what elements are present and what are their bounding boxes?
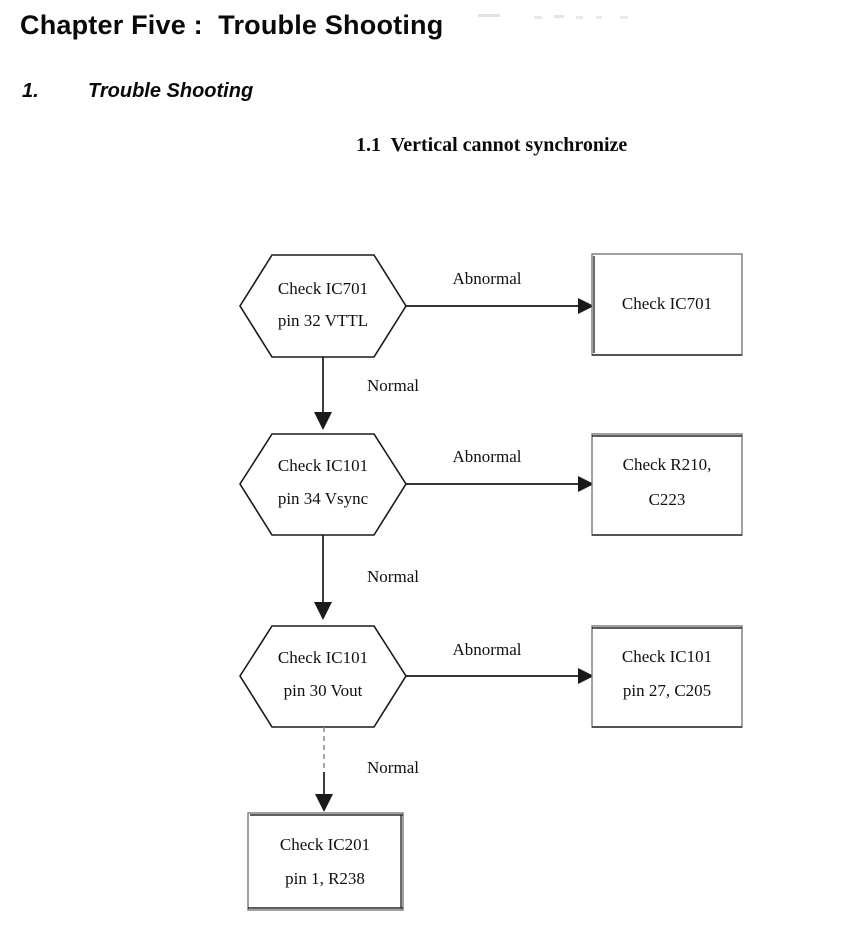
edge-abnormal-3: Abnormal <box>406 640 594 684</box>
arrow-head-icon <box>578 298 594 314</box>
arrow-head-icon <box>578 476 594 492</box>
result-box-line1: Check IC101 <box>622 647 712 666</box>
rectangle-shape <box>591 625 743 728</box>
arrow-head-icon <box>315 794 333 812</box>
edge-label-abnormal: Abnormal <box>453 447 522 466</box>
arrow-head-icon <box>314 602 332 620</box>
result-box-line1: Check R210, <box>623 455 712 474</box>
edge-label-normal: Normal <box>367 567 419 586</box>
edge-label-normal: Normal <box>367 376 419 395</box>
result-box-line2: C223 <box>649 490 686 509</box>
edge-normal-1: Normal <box>314 357 419 430</box>
decision-node-line1: Check IC101 <box>278 456 368 475</box>
subsection-heading: 1.1 Vertical cannot synchronize <box>356 134 628 156</box>
edge-normal-3: Normal <box>315 727 419 812</box>
decision-node-line2: pin 32 VTTL <box>278 311 368 330</box>
decision-node-check-ic701-vttl[interactable]: Check IC701 pin 32 VTTL <box>239 254 407 358</box>
decision-node-check-ic101-vsync[interactable]: Check IC101 pin 34 Vsync <box>239 433 407 536</box>
terminal-box-result-ic201-r238[interactable]: Check IC201 pin 1, R238 <box>247 812 404 911</box>
decision-node-line2: pin 34 Vsync <box>278 489 369 508</box>
decision-node-check-ic101-vout[interactable]: Check IC101 pin 30 Vout <box>239 625 407 728</box>
edge-label-normal: Normal <box>367 758 419 777</box>
rectangle-shape <box>591 433 743 536</box>
section-title: Trouble Shooting <box>88 80 254 102</box>
edge-abnormal-2: Abnormal <box>406 447 594 492</box>
decision-node-line1: Check IC101 <box>278 648 368 667</box>
section-number: 1. <box>22 80 39 102</box>
result-box-line1: Check IC701 <box>622 294 712 313</box>
result-box-result-ic701[interactable]: Check IC701 <box>591 253 743 356</box>
hexagon-shape <box>239 254 407 358</box>
decision-node-line1: Check IC701 <box>278 279 368 298</box>
rectangle-shape <box>247 812 404 911</box>
terminal-box-line2: pin 1, R238 <box>285 869 365 888</box>
arrow-head-icon <box>314 412 332 430</box>
decision-node-line2: pin 30 Vout <box>284 681 363 700</box>
chapter-title: Chapter Five : Trouble Shooting <box>20 10 444 40</box>
result-box-result-r210-c223[interactable]: Check R210, C223 <box>591 433 743 536</box>
hexagon-shape <box>239 625 407 728</box>
result-box-line2: pin 27, C205 <box>623 681 711 700</box>
edge-normal-2: Normal <box>314 535 419 620</box>
result-box-result-ic101-c205[interactable]: Check IC101 pin 27, C205 <box>591 625 743 728</box>
edge-abnormal-1: Abnormal <box>406 269 594 314</box>
hexagon-shape <box>239 433 407 536</box>
arrow-head-icon <box>578 668 594 684</box>
edge-label-abnormal: Abnormal <box>453 640 522 659</box>
edge-label-abnormal: Abnormal <box>453 269 522 288</box>
terminal-box-line1: Check IC201 <box>280 835 370 854</box>
